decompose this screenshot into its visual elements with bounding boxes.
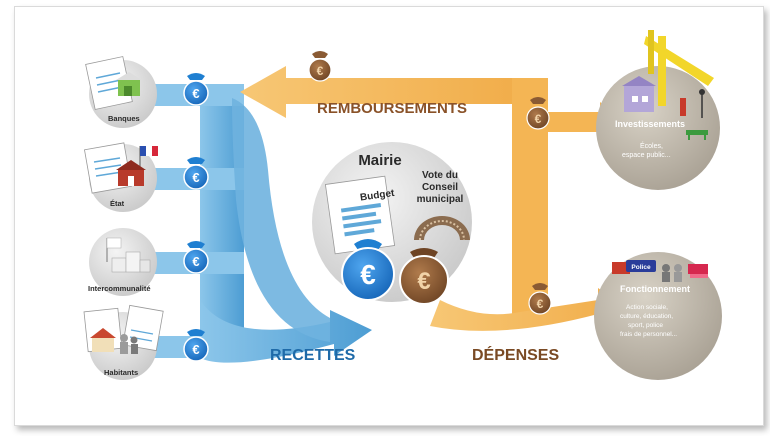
source-etat: État — [84, 142, 158, 212]
money-bag-icon: € — [308, 51, 332, 82]
fonctionnement-line1: Action sociale, — [626, 304, 668, 311]
euro-bag-icon: € — [183, 329, 209, 362]
buildings-icon — [111, 251, 151, 273]
destination-fonctionnement: Police Fonctionnement Action sociale, cu… — [594, 252, 722, 380]
recettes-label: RECETTES — [270, 347, 356, 364]
fonctionnement-line4: frais de personnel... — [620, 331, 677, 338]
fonctionnement-title: Fonctionnement — [620, 284, 690, 294]
euro-bag-icon: € — [183, 157, 209, 190]
money-bag-icon: € — [399, 248, 449, 305]
books-icon — [688, 264, 708, 278]
budget-label: Budget — [359, 188, 395, 204]
euro-bag-icon: € — [183, 241, 209, 274]
svg-text:€: € — [317, 64, 324, 78]
etat-label: État — [110, 199, 125, 208]
house-icon — [90, 328, 116, 352]
svg-text:€: € — [537, 297, 544, 311]
investissements-title: Investissements — [615, 119, 685, 129]
euro-bag-icon: € — [183, 73, 209, 106]
government-building-icon — [116, 160, 146, 186]
bench-icon — [686, 130, 708, 140]
fonctionnement-line3: sport, police — [628, 322, 663, 329]
police-icon: Police — [612, 260, 656, 274]
svg-text:€: € — [360, 259, 376, 290]
fonctionnement-line2: culture, éducation, — [620, 313, 673, 320]
lamp-post-icon — [680, 89, 705, 118]
svg-text:€: € — [192, 342, 199, 357]
investissements-line1: Écoles, — [640, 141, 663, 150]
money-bag-icon: € — [526, 97, 550, 130]
fonctionnement-circle — [594, 252, 722, 380]
investissements-line2: espace public... — [622, 152, 671, 159]
euro-coin-icon: € — [341, 239, 395, 301]
depenses-label: DÉPENSES — [472, 345, 559, 364]
svg-text:€: € — [192, 254, 199, 269]
habitants-label: Habitants — [104, 368, 138, 377]
remboursements-label: REMBOURSEMENTS — [317, 100, 467, 117]
bank-building-icon — [116, 72, 142, 96]
crane-icon — [644, 30, 714, 106]
svg-text:€: € — [417, 268, 430, 295]
school-building-icon — [622, 76, 656, 112]
euro-bags-depenses: € € € — [308, 51, 552, 315]
people-icon — [120, 334, 138, 354]
budget-document-icon — [324, 175, 396, 255]
vote-label-line1: Vote du — [422, 170, 458, 181]
white-flag-icon — [106, 237, 122, 262]
banques-label: Banques — [108, 114, 140, 123]
mairie-node: Mairie Budget Vote du Conseil municipal — [312, 142, 472, 305]
svg-text:€: € — [535, 112, 542, 126]
council-chamber-icon — [414, 216, 470, 241]
euro-bags-recettes: € € € € — [183, 73, 209, 362]
police-label: Police — [631, 264, 651, 271]
source-habitants: Habitants — [83, 304, 164, 380]
people-icon — [662, 264, 682, 282]
source-intercommunalite: Intercommunalité — [88, 228, 157, 296]
mairie-title: Mairie — [358, 152, 401, 169]
depenses-flow — [430, 288, 624, 331]
vote-label-line2: Conseil — [422, 182, 458, 193]
destination-investissements: Investissements Écoles, espace public... — [596, 30, 720, 190]
vote-label-line3: municipal — [417, 194, 464, 205]
svg-text:€: € — [192, 86, 199, 101]
intercommunalite-label: Intercommunalité — [88, 284, 151, 293]
money-bag-icon: € — [528, 283, 552, 315]
svg-text:€: € — [192, 170, 199, 185]
source-banques: Banques — [85, 56, 157, 128]
